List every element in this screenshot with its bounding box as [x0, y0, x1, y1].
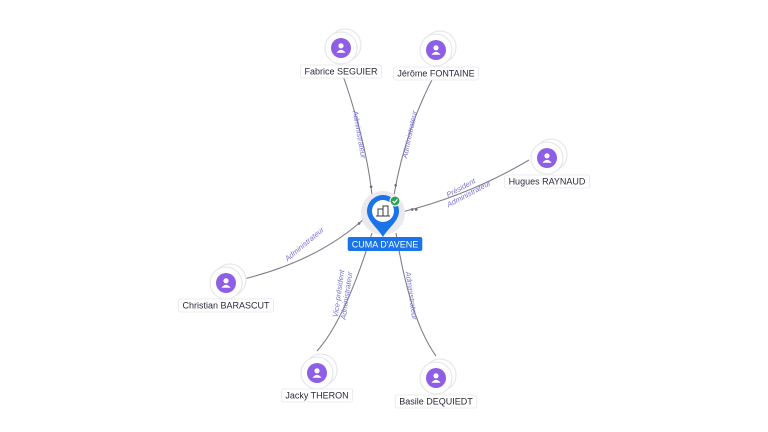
person-node-jacky[interactable]: Jacky THERON	[280, 353, 354, 403]
person-name: Christian BARASCUT	[182, 301, 270, 311]
edge-arrow	[394, 183, 397, 187]
nodes-layer: Fabrice SEGUIER Jérôme FONTAINE Hugues RAY…	[178, 28, 590, 409]
person-node-christian[interactable]: Christian BARASCUT	[178, 263, 274, 313]
edge-jacky	[316, 232, 373, 352]
person-node-fabrice[interactable]: Fabrice SEGUIER	[300, 28, 382, 79]
company-node[interactable]: CUMA D'AVENE	[347, 191, 423, 251]
edge-arrow	[369, 185, 373, 189]
name-box	[504, 174, 590, 189]
role-label: Administrateur	[351, 109, 369, 160]
person-name: Hugues RAYNAUD	[509, 177, 586, 187]
edge-arrow	[410, 208, 414, 211]
person-name: Jérôme FONTAINE	[397, 69, 474, 79]
edge-christian	[243, 216, 367, 280]
person-name: Jacky THERON	[285, 391, 348, 401]
edge-jerome	[393, 71, 437, 196]
name-box	[178, 298, 274, 313]
person-node-jerome[interactable]: Jérôme FONTAINE	[392, 30, 480, 81]
edge-arrow	[414, 208, 418, 211]
person-icon	[431, 45, 441, 55]
person-icon	[312, 368, 322, 378]
role-label: Administrateur	[400, 109, 419, 160]
name-box	[394, 394, 478, 409]
company-name: CUMA D'AVENE	[352, 240, 419, 250]
building-icon	[376, 205, 390, 217]
person-node-basile[interactable]: Basile DEQUIEDT	[394, 358, 478, 409]
person-icon	[431, 373, 441, 383]
person-icon	[221, 278, 231, 288]
edge-basile	[395, 232, 437, 357]
company-name-box	[347, 237, 423, 251]
edge-arrow	[357, 222, 361, 225]
check-mark	[392, 199, 398, 204]
person-node-hugues[interactable]: Hugues RAYNAUD	[504, 138, 590, 189]
name-box	[280, 388, 354, 403]
role-label: Administrateur	[404, 270, 420, 321]
person-name: Basile DEQUIEDT	[399, 397, 473, 407]
name-box	[300, 64, 382, 79]
check-icon	[389, 195, 401, 207]
person-icon	[542, 153, 552, 163]
person-name: Fabrice SEGUIER	[304, 67, 378, 77]
person-icon	[336, 43, 346, 53]
edge-hugues	[401, 159, 530, 213]
edge-fabrice	[340, 69, 373, 196]
name-box	[392, 66, 480, 81]
